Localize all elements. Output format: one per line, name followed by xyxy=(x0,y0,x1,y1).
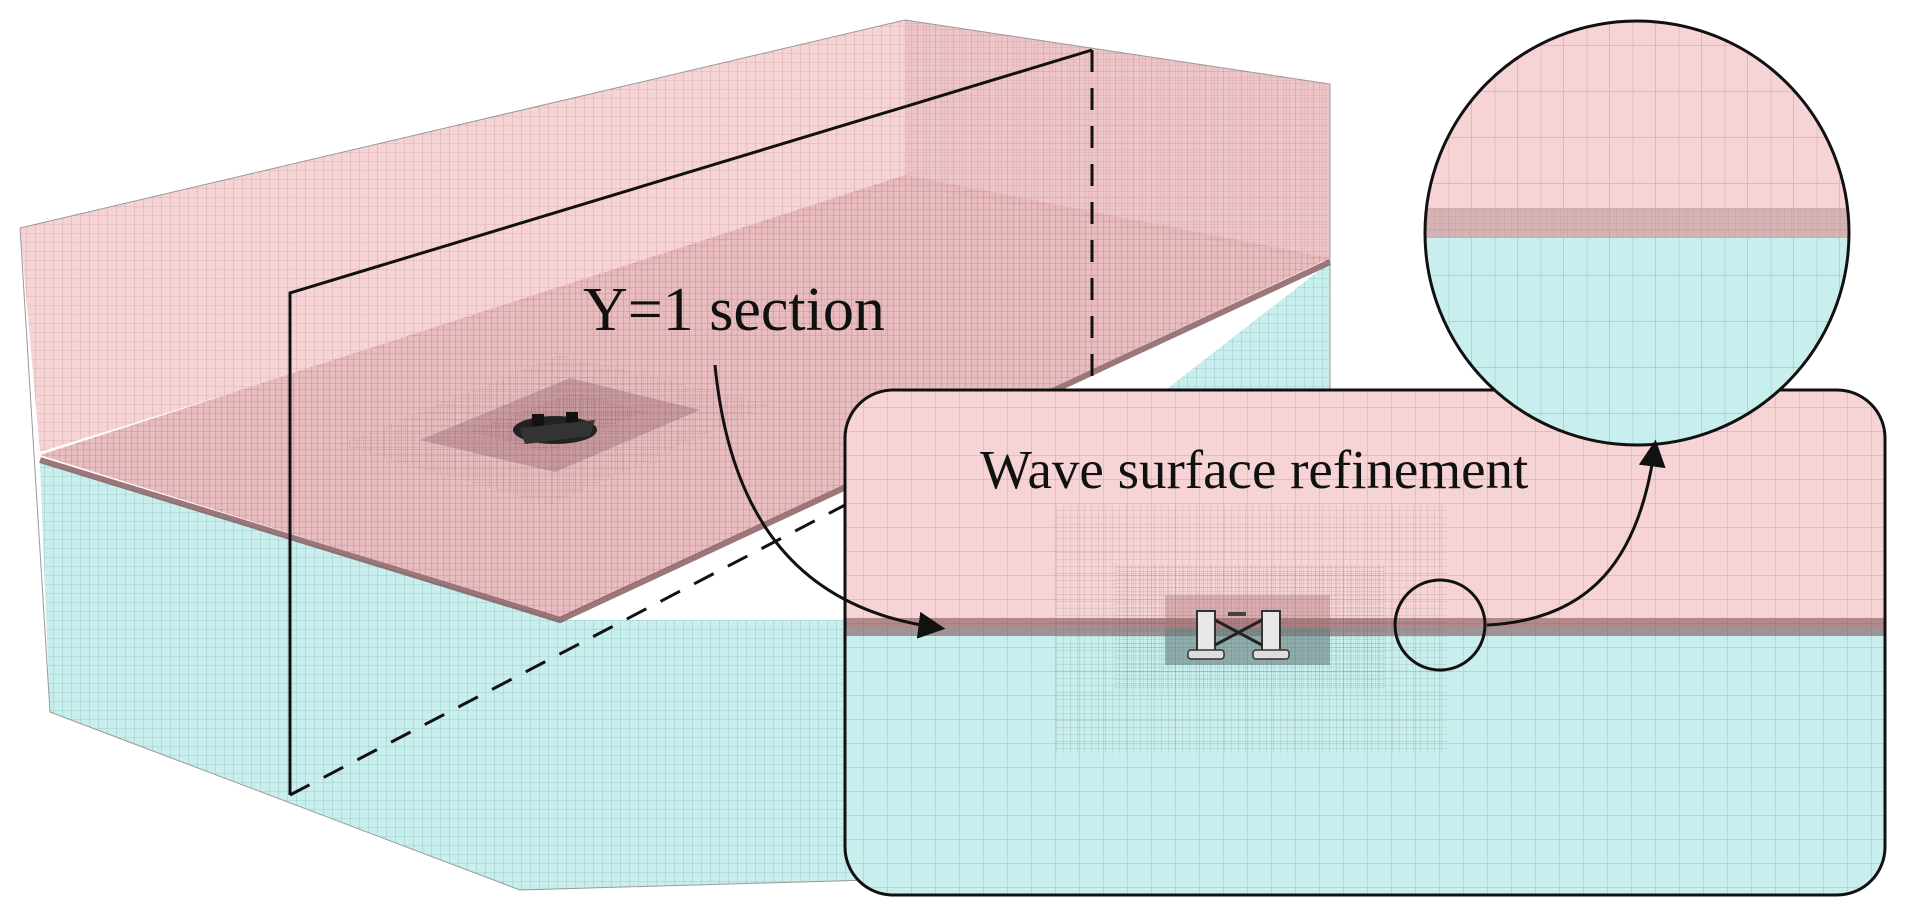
zoom-air-region xyxy=(1425,21,1849,237)
section-plane-solid-edge xyxy=(288,48,1093,795)
section-arrow xyxy=(713,364,946,639)
interface-edge xyxy=(39,259,1332,624)
platform-section xyxy=(1187,610,1290,660)
zoom-circle xyxy=(1423,19,1851,447)
section-inset-border xyxy=(843,388,1887,897)
platform-3d xyxy=(513,412,597,444)
zoom-circle-border xyxy=(1423,19,1851,447)
refinement-label: Wave surface refinement xyxy=(980,439,1528,500)
section-plane xyxy=(288,48,1094,797)
zoom-arrow xyxy=(1486,439,1666,627)
section-plane-dashed-bottom xyxy=(289,503,846,797)
section-label: Y=1 section xyxy=(583,276,885,344)
section-inset xyxy=(843,388,1887,897)
focus-circle xyxy=(1393,578,1487,672)
water-left-face xyxy=(40,462,560,890)
